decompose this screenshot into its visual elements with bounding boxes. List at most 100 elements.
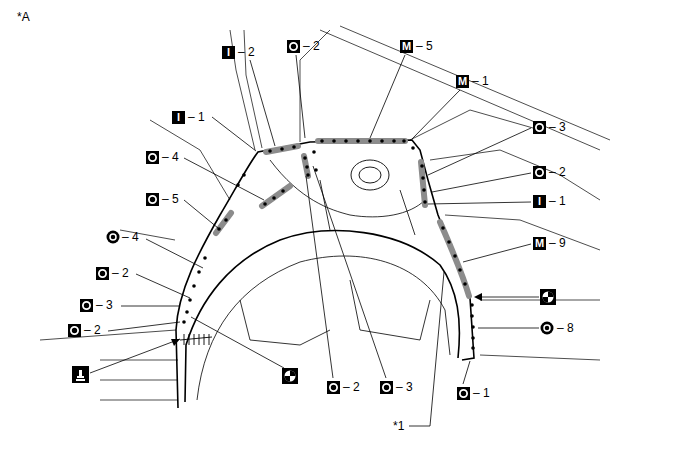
callout-number: – 2 (548, 165, 567, 179)
weld-dot (306, 173, 310, 177)
panel-line (100, 380, 178, 381)
weld-band (262, 186, 290, 206)
callout-number: – 4 (121, 230, 140, 244)
weld-dot (203, 256, 207, 260)
leader-lines (90, 55, 539, 426)
leader-line (476, 297, 539, 298)
pillar-line (300, 30, 330, 142)
callout-number: – 4 (161, 150, 180, 164)
weld-dot (192, 284, 196, 288)
weld-dot (344, 139, 348, 143)
weld-band (304, 156, 308, 176)
leader-line (212, 117, 256, 151)
leader-line (146, 239, 203, 268)
weld-dot (471, 325, 475, 329)
weld-dots (182, 139, 475, 350)
weld-dot (320, 139, 324, 143)
inner-panel (240, 300, 330, 345)
wheelhouse-outer-contour (176, 140, 474, 408)
callout-number: – 1 (472, 386, 491, 400)
weld-dot (421, 176, 425, 180)
weld-dot (281, 189, 285, 193)
callout-number: – 3 (95, 298, 114, 312)
panel-line (40, 330, 176, 340)
callout-number: – 2 (111, 266, 130, 280)
leader-line (428, 128, 531, 175)
filler-opening (351, 160, 389, 190)
panel-line (410, 110, 540, 140)
weld-type-letter: M (456, 75, 469, 88)
leader-line (184, 158, 264, 200)
weld-dot (402, 139, 406, 143)
leader-line (121, 306, 180, 307)
weld-dot (182, 320, 186, 324)
sealer-tool-symbol (72, 366, 89, 383)
leader-line (306, 176, 333, 378)
weld-dot (471, 346, 475, 350)
outer-weld-symbol (68, 40, 546, 400)
leader-line (108, 322, 180, 331)
callout-number: – 2 (342, 380, 361, 394)
weld-dot (312, 150, 316, 154)
weld-dot (303, 156, 307, 160)
weld-type-letter: I (222, 46, 235, 59)
weld-dot (263, 202, 267, 206)
weld-dot (420, 164, 424, 168)
filler-opening (359, 167, 381, 183)
leader-line (191, 317, 284, 368)
weld-dot (356, 139, 360, 143)
leader-line (478, 328, 539, 329)
leader-line (250, 60, 275, 146)
leader-line (409, 272, 444, 426)
leader-line (432, 173, 531, 192)
arrow-head (171, 339, 180, 346)
wheelhouse-outline (176, 140, 474, 408)
wheel-arch (185, 231, 459, 402)
weld-band (266, 146, 298, 152)
weld-dot (272, 196, 276, 200)
weld-dot (332, 139, 336, 143)
callout-number: – 1 (471, 74, 490, 88)
weld-band (318, 138, 405, 144)
weld-dot (441, 226, 445, 230)
weld-dot (368, 139, 372, 143)
weld-dot (470, 314, 474, 318)
callout-number: – 8 (556, 321, 575, 335)
weld-dot (292, 145, 296, 149)
inner-panel (350, 280, 430, 340)
panel-line (150, 120, 230, 200)
weld-dot (471, 336, 475, 340)
weld-dot (197, 270, 201, 274)
inner-panel (270, 160, 425, 217)
panel-line (100, 400, 178, 401)
leader-line (370, 55, 405, 138)
leader-line (184, 200, 218, 228)
body-context-lines (40, 26, 610, 400)
weld-type-letter: M (533, 237, 546, 250)
inner-arch (197, 256, 450, 400)
cut-line (180, 334, 212, 345)
leader-line (296, 55, 305, 138)
weld-type-letter: M (400, 40, 413, 53)
weld-dot (458, 268, 462, 272)
weld-dot (392, 139, 396, 143)
callout-number: – 9 (548, 236, 567, 250)
weld-dot (268, 149, 272, 153)
weld-dot (447, 240, 451, 244)
plug-weld-symbol (107, 231, 554, 335)
weld-dot (280, 147, 284, 151)
weld-dot (423, 200, 427, 204)
callout-number: – 2 (83, 323, 102, 337)
panel-line (430, 150, 600, 200)
callout-number: – 2 (302, 39, 321, 53)
weld-dot (411, 146, 415, 150)
arrow-heads (171, 293, 482, 346)
reference-point-symbol (282, 289, 556, 384)
weld-dot (453, 254, 457, 258)
weld-dot (470, 303, 474, 307)
weld-type-letter: I (172, 111, 185, 124)
leader-line (90, 339, 180, 373)
callout-number: – 5 (161, 192, 180, 206)
